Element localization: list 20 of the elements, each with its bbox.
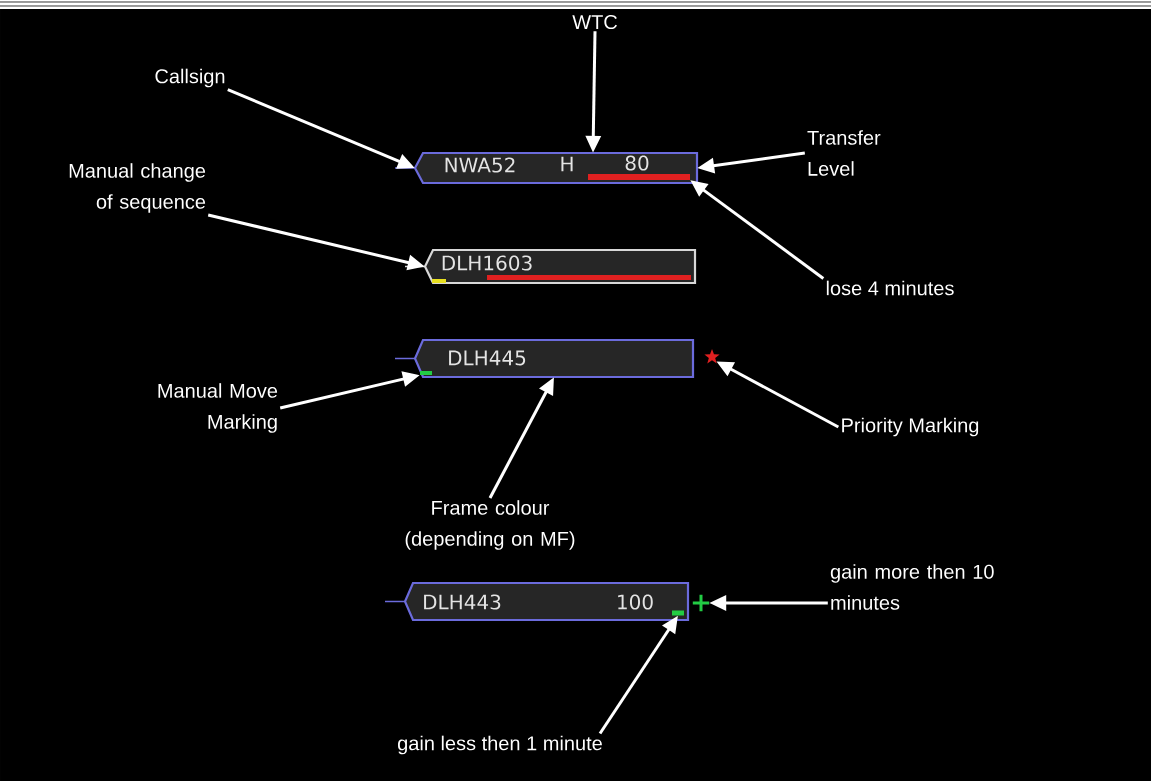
callout-label: gain less then 1 minute (398, 735, 602, 755)
callout-label: gain more then 10 minutes (830, 564, 994, 610)
callout-label: Manual Move Marking (158, 383, 278, 433)
star-icon (704, 349, 720, 364)
flight-label: DLH443 100 (384, 581, 690, 622)
plus-sign (691, 593, 711, 613)
flight-label: NWA52 H 80 (394, 151, 699, 185)
sequence-marker (432, 279, 446, 283)
callout-label: Manual change of sequence (69, 163, 206, 213)
flight-label: DLH1603 (404, 248, 697, 285)
delay-bar (588, 174, 690, 180)
callout-label: Priority Marking (842, 417, 979, 437)
callout-label: Callsign (155, 68, 225, 88)
callout-label: Frame colour (depending on MF) (405, 500, 575, 550)
gain-marker (672, 610, 684, 616)
callout-label: lose 4 minutes (826, 280, 954, 296)
flight-label: DLH445 (394, 338, 695, 379)
move-marker (420, 371, 432, 375)
callout-label: WTC (572, 14, 617, 30)
callout-label: Transfer Level (807, 130, 881, 176)
